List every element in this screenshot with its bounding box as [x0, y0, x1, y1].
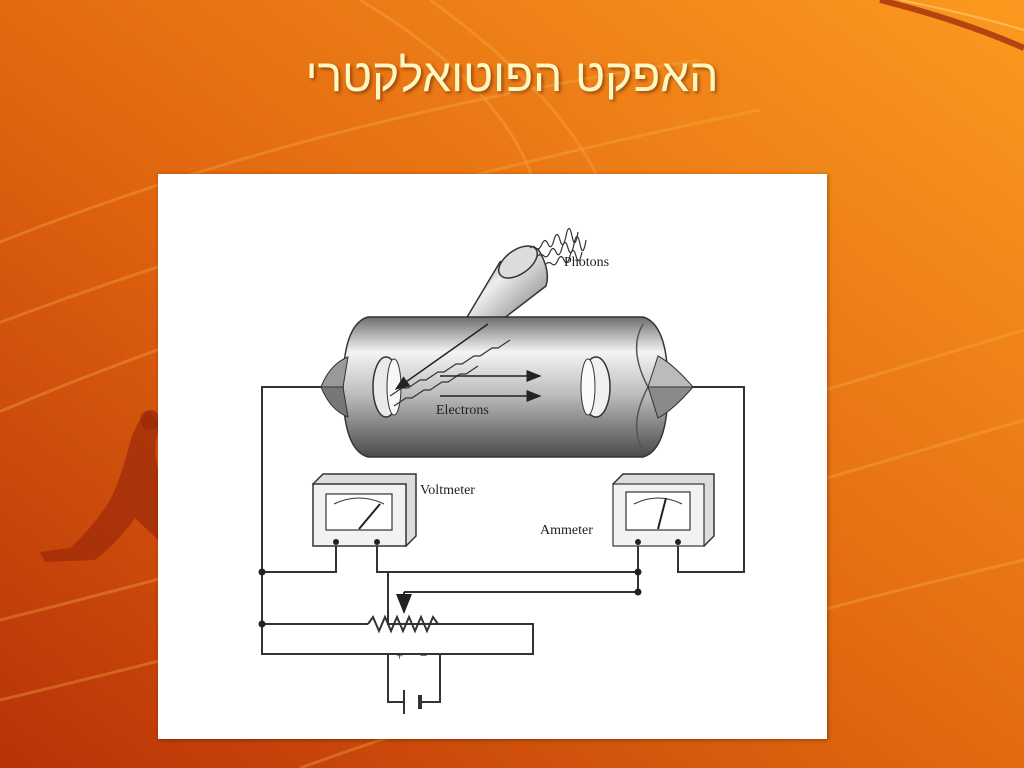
rheostat: [367, 592, 439, 634]
electron-arrows: [440, 370, 542, 402]
apparatus-drawing: Photons Electrons Voltmeter Ammeter + −: [258, 227, 745, 714]
battery: [403, 690, 422, 714]
slide-title: האפקט הפוטואלקטרי: [305, 49, 719, 101]
electrons-label: Electrons: [436, 403, 489, 418]
vacuum-tube: [320, 245, 695, 458]
battery-plus-label: +: [396, 648, 403, 663]
junction-dots: [258, 568, 642, 628]
voltmeter-label: Voltmeter: [420, 483, 475, 498]
ammeter-label: Ammeter: [540, 523, 593, 538]
photons-label: Photons: [564, 255, 609, 270]
runner-silhouette: [40, 410, 160, 562]
voltmeter: [311, 473, 417, 547]
battery-minus-label: −: [420, 648, 427, 663]
photoelectric-diagram: Photons Electrons Voltmeter Ammeter + −: [158, 174, 827, 739]
ammeter: [611, 473, 715, 547]
